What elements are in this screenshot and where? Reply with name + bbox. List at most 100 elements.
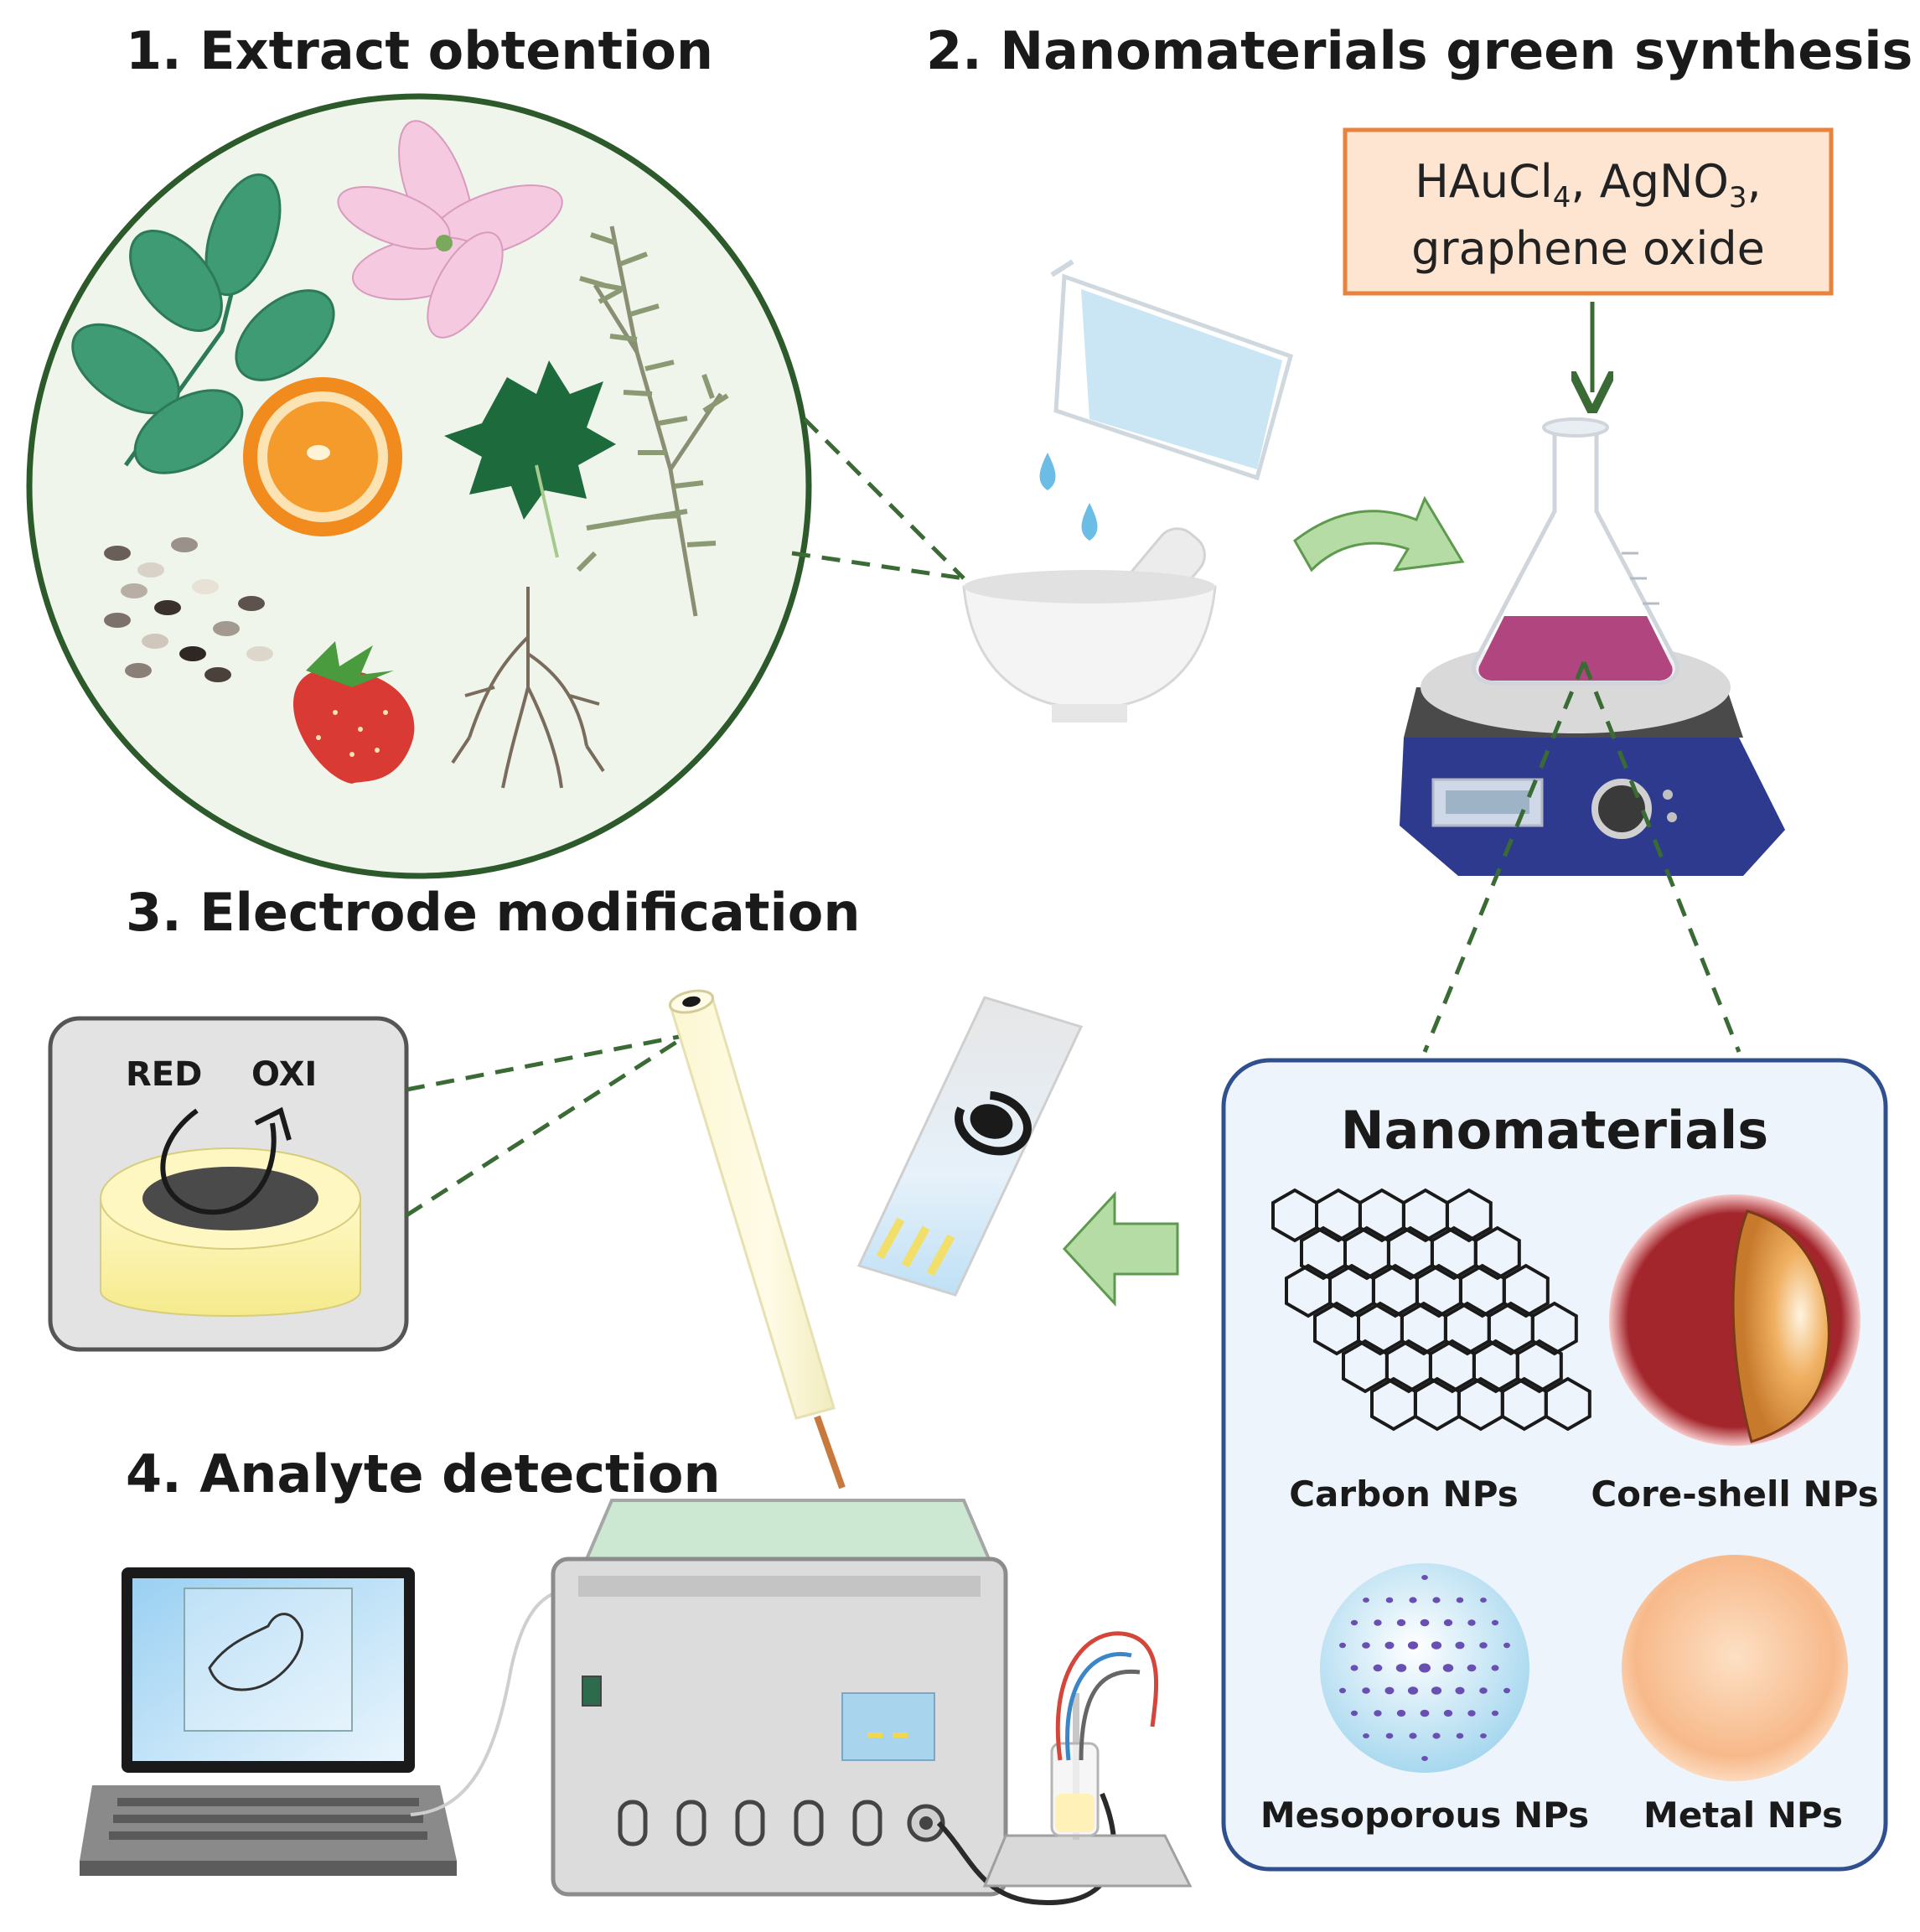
step2-title: 2. Nanomaterials green synthesis bbox=[926, 20, 1912, 81]
pore-dot bbox=[1480, 1733, 1487, 1738]
pore-dot bbox=[1384, 1686, 1395, 1695]
pore-dot bbox=[1443, 1619, 1453, 1627]
reagent-line-2: graphene oxide bbox=[1411, 222, 1765, 275]
hexagon-cell bbox=[1530, 1301, 1578, 1356]
flask-icon bbox=[1472, 417, 1679, 686]
hexagon-cell bbox=[1502, 1263, 1550, 1318]
pore-dot bbox=[1350, 1710, 1358, 1717]
beaker-icon bbox=[1050, 259, 1294, 481]
rosemary-icon bbox=[576, 225, 729, 617]
pore-dot bbox=[1456, 1597, 1464, 1603]
pore-dot bbox=[1407, 1641, 1419, 1650]
electrochemical-cell-icon bbox=[982, 1631, 1193, 1888]
pore-dot bbox=[1467, 1619, 1476, 1626]
pore-dot bbox=[1420, 1619, 1430, 1627]
pore-dot bbox=[1479, 1687, 1488, 1694]
pore-dot bbox=[1467, 1710, 1476, 1717]
pore-dot bbox=[1443, 1709, 1453, 1717]
pore-dot bbox=[1419, 1663, 1431, 1673]
curved-arrow bbox=[1293, 495, 1465, 572]
pore-dot bbox=[1374, 1619, 1382, 1626]
electrode-detail-box: RED OXI bbox=[48, 1016, 409, 1352]
pore-dot bbox=[1385, 1733, 1394, 1739]
connector-dash bbox=[803, 417, 965, 580]
pore-dot bbox=[1455, 1686, 1465, 1695]
pore-dot bbox=[1442, 1664, 1454, 1672]
pore-dot bbox=[1432, 1733, 1441, 1739]
step4-title: 4. Analyte detection bbox=[126, 1443, 721, 1505]
pore-dot bbox=[1431, 1686, 1442, 1695]
red-label: RED bbox=[126, 1055, 202, 1094]
pore-dot bbox=[1421, 1575, 1428, 1580]
plant-sources-circle bbox=[26, 93, 812, 879]
maple-leaf-icon bbox=[444, 360, 616, 558]
orange-slice-icon bbox=[243, 377, 402, 536]
pore-dot bbox=[1396, 1619, 1406, 1627]
pore-dot bbox=[1409, 1733, 1417, 1739]
flower-icon bbox=[337, 120, 563, 339]
pore-dot bbox=[1362, 1687, 1370, 1694]
pore-dot bbox=[1339, 1642, 1346, 1649]
pore-dot bbox=[1420, 1709, 1430, 1717]
pore-dot bbox=[1363, 1598, 1369, 1603]
pore-dot bbox=[1395, 1664, 1407, 1672]
root-icon bbox=[451, 587, 605, 789]
pore-dot bbox=[1480, 1598, 1487, 1603]
pore-dot bbox=[1467, 1664, 1477, 1672]
connector-dash bbox=[405, 1033, 689, 1218]
pore-dot bbox=[1385, 1597, 1394, 1603]
connector-dash bbox=[406, 1033, 688, 1092]
drops-icon bbox=[1039, 453, 1098, 541]
pore-dot bbox=[1431, 1641, 1442, 1650]
left-arrow bbox=[1062, 1191, 1179, 1307]
laptop-icon bbox=[80, 1567, 457, 1876]
pore-dot bbox=[1455, 1641, 1465, 1650]
oxi-label: OXI bbox=[251, 1055, 317, 1094]
pore-dot bbox=[1491, 1710, 1499, 1717]
step1-title: 1. Extract obtention bbox=[126, 20, 713, 81]
pore-dot bbox=[1362, 1642, 1370, 1649]
pore-dot bbox=[1407, 1686, 1419, 1695]
hexagon-cell bbox=[1515, 1339, 1563, 1394]
reagent-box: HAuCl4, AgNO3, graphene oxide bbox=[1343, 127, 1834, 296]
connector-dash bbox=[1581, 661, 1741, 1053]
connector-dash bbox=[1422, 661, 1586, 1053]
hexagon-cell bbox=[1445, 1188, 1493, 1243]
pore-dot bbox=[1396, 1709, 1406, 1717]
pore-dot bbox=[1503, 1642, 1510, 1649]
core-shell-icon bbox=[1609, 1194, 1860, 1446]
seeds-icon bbox=[104, 537, 273, 682]
pore-dot bbox=[1421, 1756, 1428, 1761]
mortar-icon bbox=[962, 527, 1217, 723]
metal-np-icon bbox=[1622, 1555, 1848, 1781]
pore-dot bbox=[1350, 1665, 1358, 1671]
potentiostat-icon bbox=[551, 1499, 1008, 1897]
hexagon-cell bbox=[1473, 1225, 1521, 1281]
pore-dot bbox=[1479, 1642, 1488, 1649]
pore-dot bbox=[1409, 1597, 1417, 1603]
strawberry-icon bbox=[293, 641, 415, 784]
electrode-icon bbox=[668, 989, 846, 1489]
pore-dot bbox=[1363, 1733, 1369, 1738]
step3-title: 3. Electrode modification bbox=[126, 882, 861, 943]
pore-dot bbox=[1339, 1687, 1346, 1694]
pore-dot bbox=[1373, 1664, 1383, 1672]
label-carbon-nps: Carbon NPs bbox=[1289, 1474, 1519, 1515]
pore-dot bbox=[1491, 1665, 1499, 1671]
reagent-line-1: HAuCl4, AgNO3, bbox=[1415, 155, 1761, 215]
screen-printed-electrode-icon bbox=[856, 996, 1084, 1297]
pore-dot bbox=[1491, 1619, 1499, 1626]
pore-dot bbox=[1374, 1710, 1382, 1717]
pore-dot bbox=[1350, 1619, 1358, 1626]
carbon-lattice-icon bbox=[1271, 1188, 1591, 1432]
usb-cable bbox=[410, 1587, 579, 1816]
label-mesoporous-nps: Mesoporous NPs bbox=[1260, 1795, 1589, 1836]
pore-dot bbox=[1384, 1641, 1395, 1650]
nanomaterials-panel: Nanomaterials Carbon NPs Core-shell NPs … bbox=[1221, 1058, 1888, 1872]
label-core-shell-nps: Core-shell NPs bbox=[1591, 1474, 1878, 1515]
pore-dot bbox=[1503, 1687, 1510, 1694]
label-metal-nps: Metal NPs bbox=[1643, 1795, 1843, 1836]
mesoporous-icon bbox=[1320, 1563, 1529, 1773]
connector-dash bbox=[791, 551, 965, 581]
